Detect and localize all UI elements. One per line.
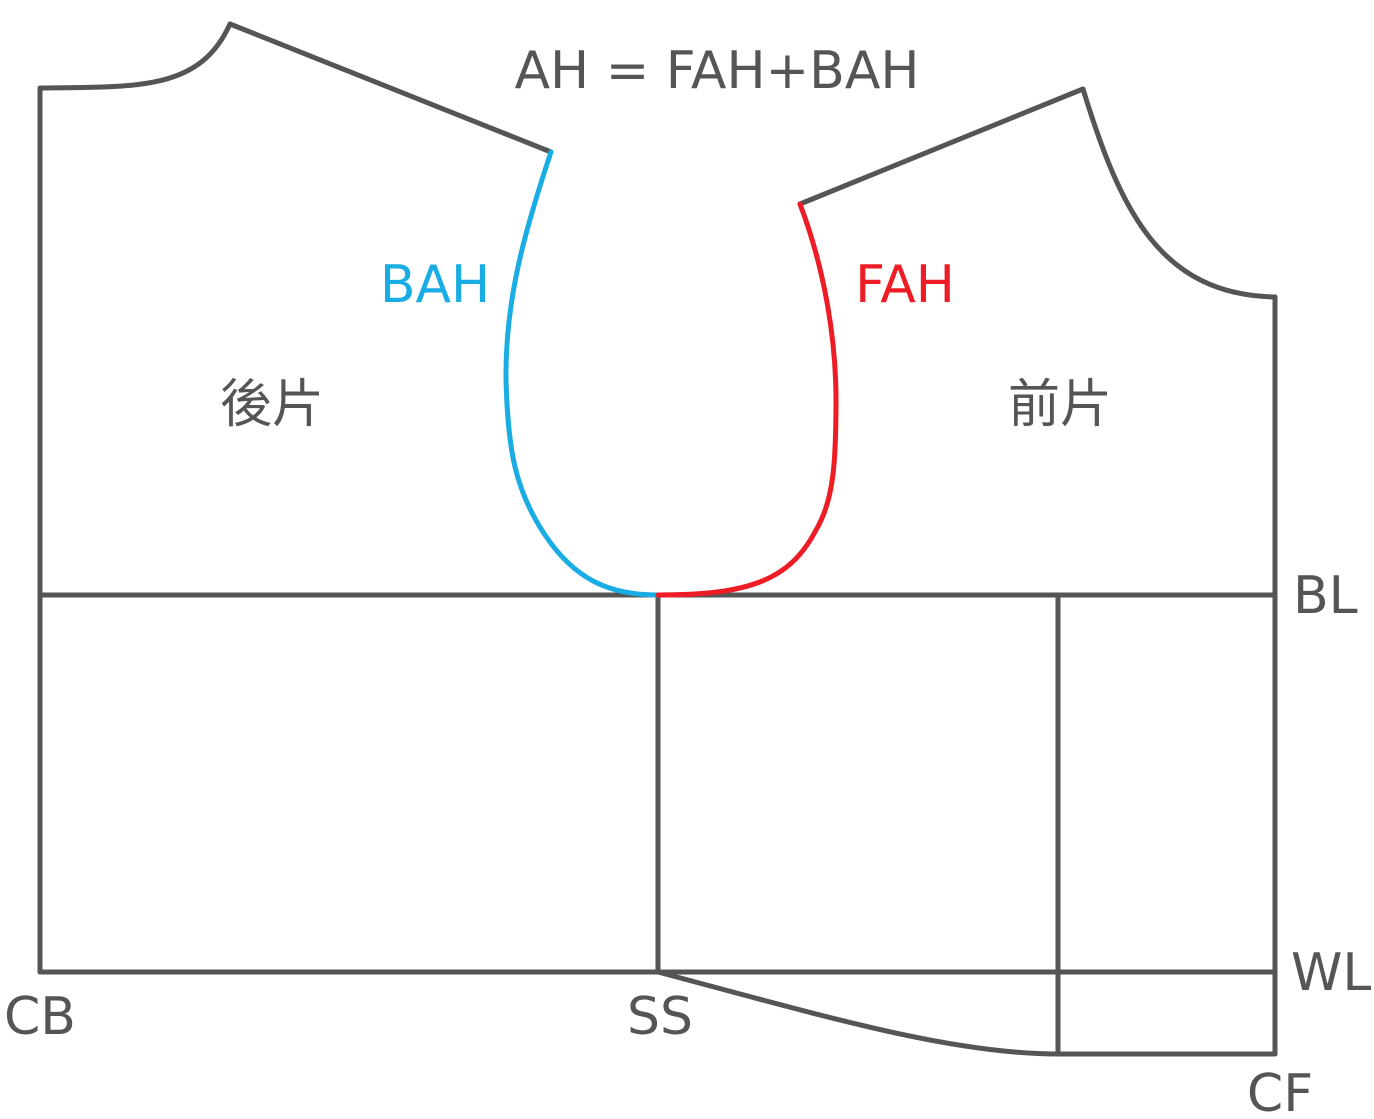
center-back-label: CB [4, 987, 76, 1047]
front-hem-curve [655, 969, 1061, 1057]
back-armhole-curve [503, 149, 661, 598]
front-armhole-curve [655, 201, 839, 598]
formula-label: AH = FAH+BAH [514, 41, 919, 101]
bust-line-label: BL [1293, 566, 1358, 626]
waist-line-label: WL [1291, 943, 1371, 1003]
side-seam-label: SS [627, 987, 693, 1047]
front-neckline [1080, 86, 1278, 300]
front-piece-label: 前片 [1008, 375, 1112, 435]
back-piece-label: 後片 [220, 375, 324, 435]
center-front-label: CF [1247, 1064, 1313, 1119]
back-shoulder-line [227, 21, 554, 155]
back-neckline [37, 21, 233, 91]
front-armhole-label: FAH [855, 255, 955, 315]
front-shoulder-line [797, 86, 1086, 207]
back-armhole-label: BAH [380, 255, 490, 315]
